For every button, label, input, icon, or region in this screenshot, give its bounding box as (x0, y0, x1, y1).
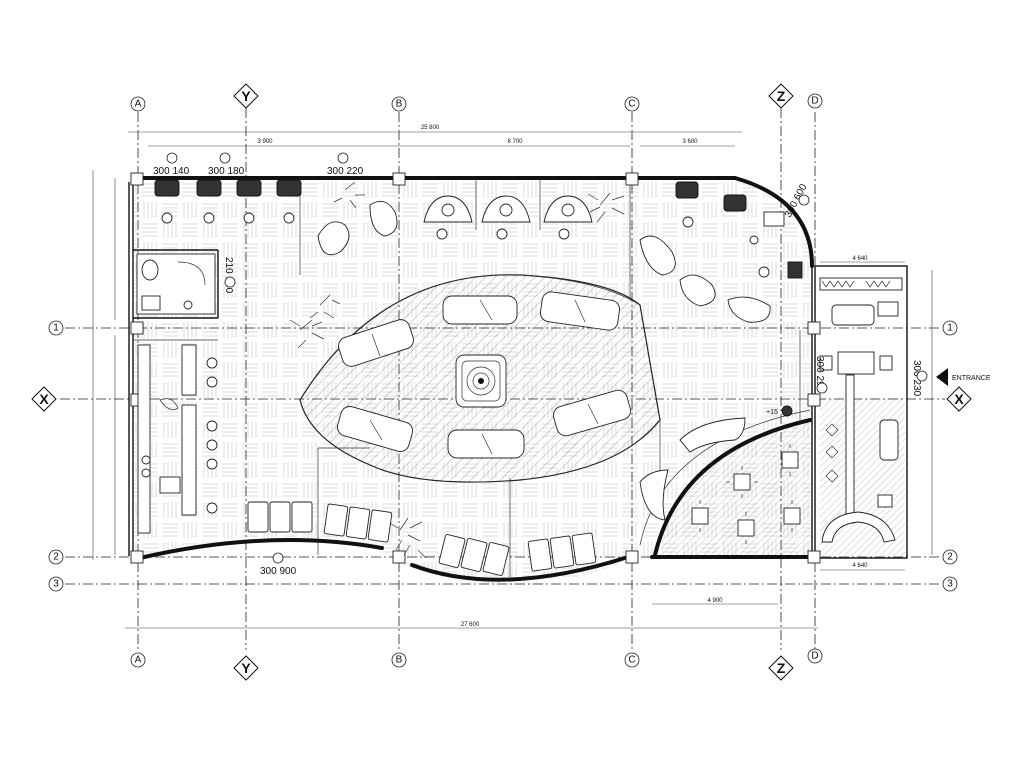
structural-columns (130, 172, 821, 564)
dim-top-left: 300 140 (153, 166, 190, 177)
grid-bubble-a-bottom (130, 652, 146, 668)
svg-text:4 900: 4 900 (707, 598, 723, 604)
grid-label-d-bottom: D (811, 651, 818, 662)
grid-label-d-top: D (811, 96, 818, 107)
grid-label-y-bottom: Y (241, 660, 251, 676)
grid-bubble-1-right (942, 320, 958, 336)
grid-label-b-bottom: B (396, 655, 403, 666)
top-right-chairs (675, 181, 803, 279)
toilet-room (136, 253, 216, 315)
grid-label-c-bottom: C (628, 655, 635, 666)
door-tag-w4 (798, 194, 810, 206)
grid-label-z-top: Z (777, 88, 786, 104)
grid-diamond-y-bottom (233, 655, 259, 681)
grid-label-x-left: X (39, 391, 49, 407)
svg-text:8 700: 8 700 (507, 139, 523, 145)
entrance-label: ENTRANCE (952, 375, 991, 382)
svg-text:4 640: 4 640 (852, 256, 868, 262)
grid-bubble-c-top (624, 96, 640, 112)
svg-text:3 600: 3 600 (682, 139, 698, 145)
level-mark: +15 (766, 409, 778, 416)
grid-bubble-d-bottom (807, 648, 823, 664)
grid-label-2-left: 2 (53, 552, 59, 563)
svg-text:27 600: 27 600 (461, 622, 480, 628)
svg-text:25 800: 25 800 (421, 125, 440, 131)
centerpiece-fountain (455, 354, 507, 408)
door-tag-d3 (916, 370, 928, 382)
dimension-lines: 25 800 3 900 8 700 3 600 27 600 4 900 4 … (92, 125, 933, 629)
door-tag-d1 (224, 276, 236, 288)
door-tag-w3 (337, 152, 349, 164)
grid-bubble-2-left (48, 549, 64, 565)
dim-top-mid-2: 300 220 (327, 166, 364, 177)
grid-bubble-3-right (942, 576, 958, 592)
pod-chairs (317, 200, 771, 323)
door-tag-w2 (219, 152, 231, 164)
grid-label-3-left: 3 (53, 579, 59, 590)
grid-label-a-bottom: A (135, 655, 142, 666)
grid-bubble-b-bottom (391, 652, 407, 668)
grid-bubble-d-top (807, 93, 823, 109)
door-tag-w5 (272, 552, 284, 564)
grid-label-1-left: 1 (53, 323, 59, 334)
dim-toilet: 210 140 (223, 257, 234, 294)
level-mark-label: +15 (766, 409, 778, 416)
grid-diamond-x-right (946, 386, 972, 412)
svg-text:3 900: 3 900 (257, 139, 273, 145)
grid-bubble-c-bottom (624, 652, 640, 668)
grid-label-b-top: B (396, 99, 403, 110)
top-styling-stations (423, 195, 593, 240)
grid-bubble-1-left (48, 320, 64, 336)
grid-label-2-right: 2 (947, 552, 953, 563)
grid-diamond-x-left (31, 386, 57, 412)
grid-bubble-a-top (130, 96, 146, 112)
central-lounger-stations (336, 291, 631, 459)
door-tag-d2 (816, 382, 828, 394)
dim-entrance-col-1: 300 290 (814, 356, 825, 393)
grid-label-c-top: C (628, 99, 635, 110)
top-left-chairs (154, 179, 302, 224)
grid-diamond-z-bottom (768, 655, 794, 681)
grid-label-1-right: 1 (947, 323, 953, 334)
grid-label-x-right: X (954, 391, 964, 407)
reception-area (819, 277, 903, 543)
bottom-sofas (247, 501, 597, 576)
grid-label-z-bottom: Z (777, 660, 786, 676)
entrance-arrow-icon (936, 368, 948, 386)
grid-label-3-right: 3 (947, 579, 953, 590)
grid-bubbles: A A Y Y B B C C Z Z D D 1 1 X (31, 83, 972, 681)
entrance-marker: ENTRANCE (936, 368, 991, 386)
grid-label-y-top: Y (241, 88, 251, 104)
dim-top-mid-1: 300 180 (208, 166, 245, 177)
grid-bubble-2-right (942, 549, 958, 565)
plants (289, 181, 625, 559)
grid-bubble-3-left (48, 576, 64, 592)
dim-entrance-col-2: 300 230 (911, 360, 922, 397)
grid-label-a-top: A (135, 99, 142, 110)
grid-bubble-b-top (391, 96, 407, 112)
cafe-area (639, 405, 801, 544)
grid-diamond-z-top (768, 83, 794, 109)
door-tag-w1 (166, 152, 178, 164)
dim-bottom: 300 900 (260, 566, 297, 577)
grid-diamond-y-top (233, 83, 259, 109)
svg-text:4 640: 4 640 (852, 563, 868, 569)
left-counter (137, 344, 218, 534)
